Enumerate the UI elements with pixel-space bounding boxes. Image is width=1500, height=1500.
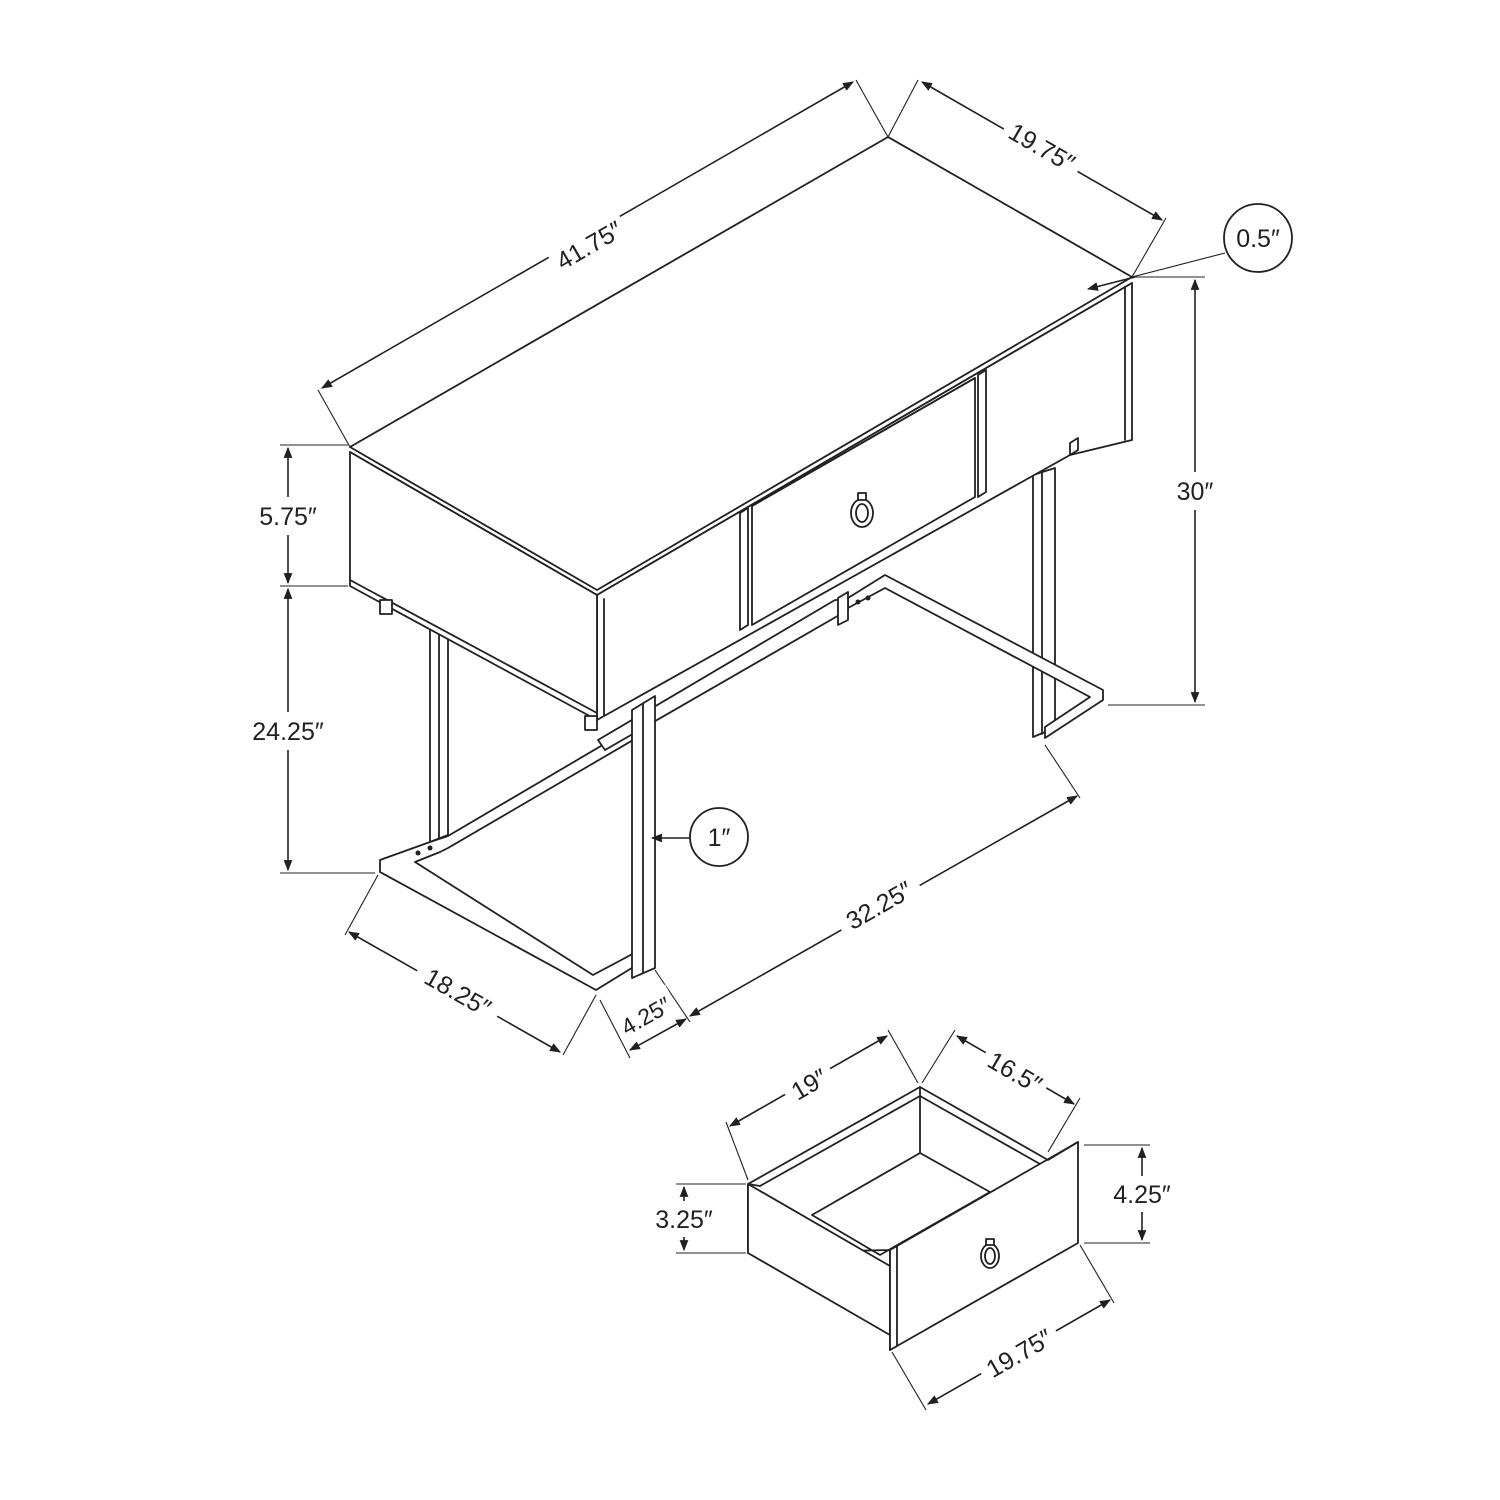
tube-width-label: 1″ [708, 824, 731, 852]
apron-height-label: 5.75″ [259, 503, 317, 531]
circle-callout-icon [1223, 203, 1293, 273]
drawer-drawing [747, 1086, 1079, 1351]
drawer-front-height-label: 4.25″ [1113, 1181, 1171, 1209]
top-thickness-label: 0.5″ [1236, 225, 1280, 253]
ring-pull-icon [980, 1238, 1000, 1269]
leg-clearance-label: 24.25″ [252, 718, 324, 746]
drawer-dimensions: 19″ 16.5″ 3.25″ 4.25″ 19.75″ [646, 1029, 1180, 1411]
drawer-side-height-label: 3.25″ [655, 1206, 713, 1234]
console-dimensions: 41.75″ 19.75″ 0.5″ 30″ 5.75″ 24.25″ [242, 79, 1293, 1059]
ring-pull-icon [850, 492, 874, 528]
console-table-drawing [349, 136, 1133, 991]
total-height-label: 30″ [1177, 478, 1214, 506]
